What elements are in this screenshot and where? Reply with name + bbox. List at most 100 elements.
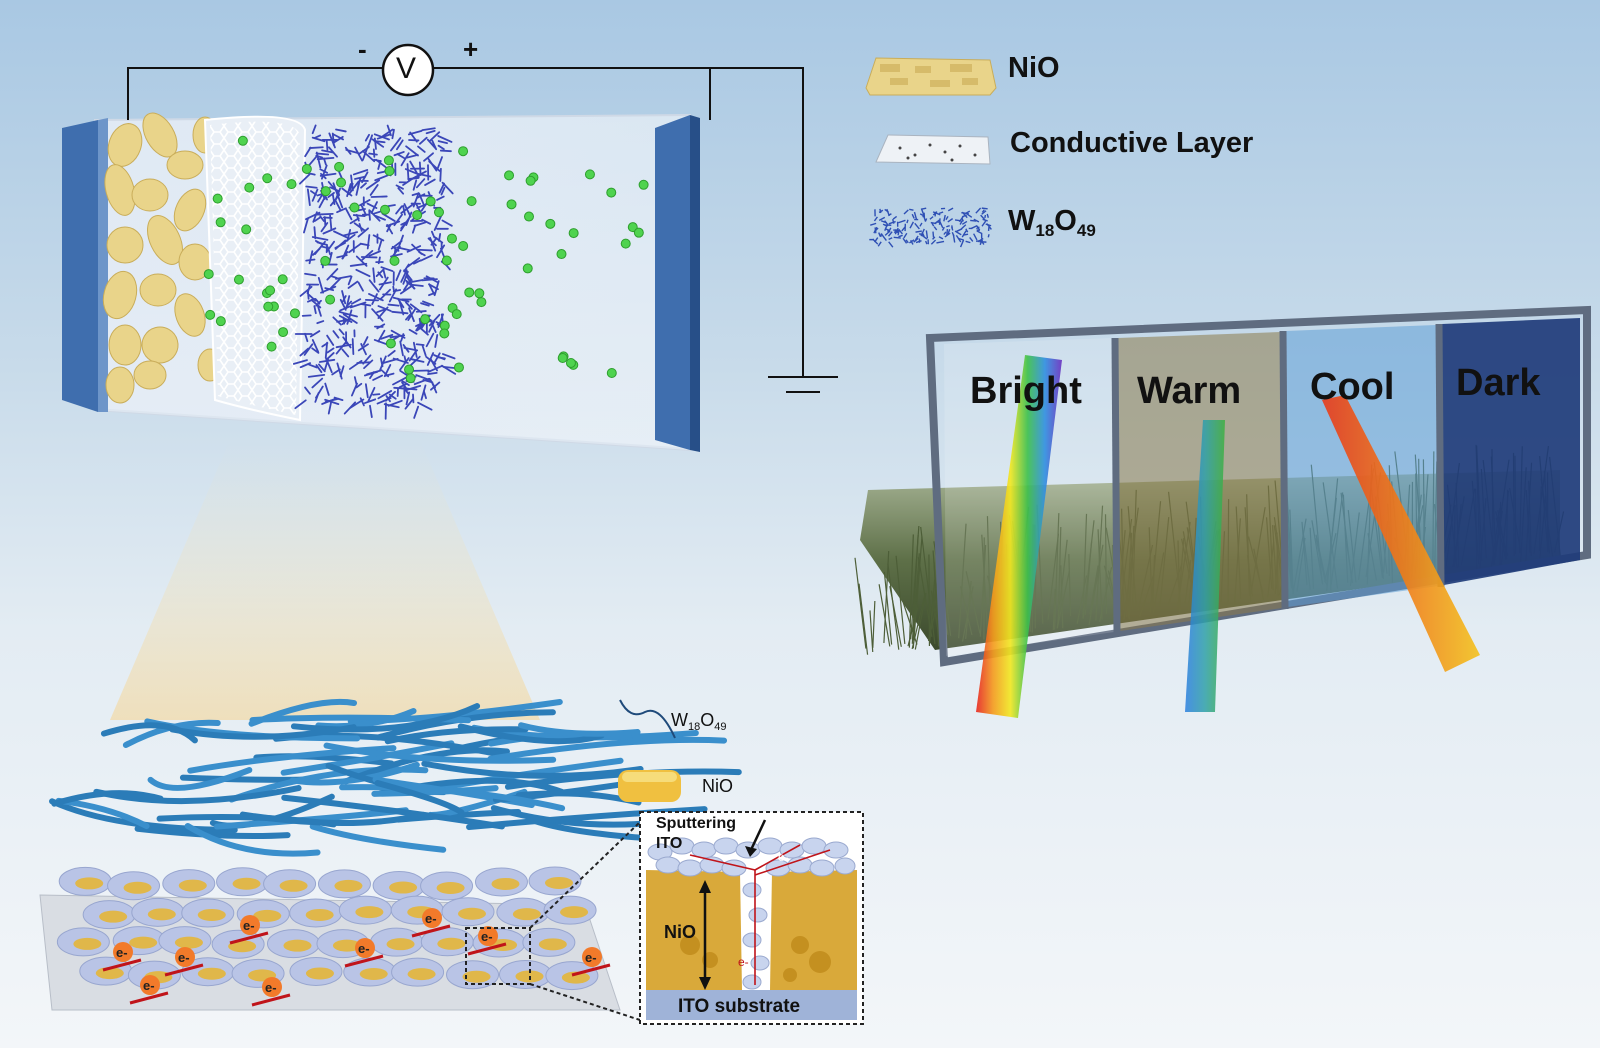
nanowire-segment: [299, 347, 310, 357]
nanowire-segment: [314, 392, 320, 403]
nanowire-segment: [329, 214, 333, 231]
nanowire-segment: [415, 343, 425, 346]
nanowire-segment: [349, 217, 360, 225]
nanowire-segment: [901, 226, 906, 232]
grass-blade: [1082, 520, 1095, 619]
nanowire-segment: [332, 182, 340, 198]
nanowire-segment: [326, 246, 332, 256]
voltmeter-icon: [381, 43, 435, 97]
nanowire-segment: [339, 304, 353, 312]
nanowire-segment: [981, 209, 985, 213]
panel-label-bright: Bright: [970, 370, 1082, 412]
nanowire-segment: [873, 216, 878, 222]
ion: [278, 327, 289, 338]
grass-blade: [1082, 513, 1088, 619]
nanowire-segment: [954, 230, 962, 236]
nanowire-segment: [427, 371, 438, 375]
nanowire-segment: [973, 218, 980, 223]
grass-blade: [1095, 505, 1104, 621]
nio-flake-core: [437, 937, 466, 950]
ion: [523, 211, 534, 222]
nanowire-segment: [316, 320, 325, 325]
nio-flake-core: [436, 881, 465, 894]
smart-window: [854, 305, 1591, 718]
nanowire-segment: [350, 174, 354, 192]
nanowire-segment: [355, 255, 368, 267]
grass-blade: [1056, 539, 1068, 629]
nanowire-segment: [934, 219, 940, 225]
nanowire-segment: [341, 290, 347, 305]
nanowire-segment: [428, 160, 441, 172]
nanowire: [374, 780, 465, 816]
nanowire-segment: [415, 178, 426, 189]
nio-bead-legend-icon: [618, 770, 681, 802]
nanowire-segment: [985, 223, 992, 227]
nanowire-segment: [347, 275, 353, 286]
nanowire-segment: [403, 346, 419, 352]
nanowire: [457, 723, 605, 745]
ion: [320, 255, 331, 266]
ion: [638, 179, 649, 190]
nanowire-segment: [403, 203, 412, 218]
nanowire-segment: [399, 357, 410, 371]
nanowire-segment: [919, 222, 923, 227]
ion: [525, 175, 536, 186]
nanowire-segment: [903, 209, 909, 215]
nanowire-segment: [319, 168, 329, 174]
nio-flake-core: [147, 908, 176, 921]
nanowire-segment: [336, 207, 347, 214]
nanowire-segment: [326, 334, 335, 346]
nanowire-segment: [421, 345, 427, 357]
grass-blade: [1089, 565, 1099, 615]
ion: [349, 202, 360, 213]
nanowire-segment: [880, 233, 883, 238]
nanowire-segment: [416, 193, 426, 199]
nanowire-segment: [946, 228, 949, 236]
nanowire-segment: [305, 258, 316, 262]
nanowire: [55, 797, 150, 830]
nanowire-segment: [371, 138, 385, 148]
ion: [404, 364, 415, 375]
nanowire: [280, 740, 455, 776]
nanowire-segment: [418, 251, 426, 257]
nanowire-segment: [420, 302, 430, 307]
nanowire-segment: [984, 214, 987, 219]
nanowire-segment: [342, 231, 359, 237]
nanowire-segment: [321, 149, 334, 154]
nanowire-segment: [348, 243, 362, 254]
nanowire-segment: [372, 374, 384, 381]
nanowire-segment: [378, 281, 392, 286]
nanowire-segment: [878, 232, 882, 237]
nanowire-segment: [320, 285, 337, 294]
nio-flake-core: [174, 936, 203, 949]
nanowire-segment: [399, 284, 414, 295]
electron-arrow: [571, 963, 611, 977]
nanowire-segment: [308, 146, 324, 149]
grass-blade: [1056, 571, 1070, 629]
nio-flake-core: [73, 937, 102, 950]
nanowire-segment: [339, 365, 345, 378]
nanowire-segment: [939, 220, 944, 229]
nanowire-segment: [313, 226, 317, 240]
nanowire-segment: [355, 382, 363, 389]
nio-flake-core: [334, 879, 363, 892]
nanowire-segment: [370, 195, 388, 198]
nanowire-segment: [338, 314, 353, 323]
nanowire-segment: [403, 387, 410, 395]
electron-label: e-: [178, 950, 190, 965]
w18o49-wire-legend-icon: [619, 699, 676, 739]
inset-substrate-label: ITO substrate: [678, 996, 801, 1017]
zoom-box: [465, 927, 531, 985]
nanowire-segment: [914, 235, 919, 241]
electrochromic-cell: [62, 112, 700, 452]
nanowire-segment: [954, 219, 962, 222]
nanowire-segment: [422, 379, 434, 384]
nanowire-segment: [392, 376, 408, 386]
nanowire-segment: [312, 211, 318, 223]
electron-arrow: [229, 931, 269, 945]
nanowire-segment: [375, 268, 385, 277]
electron-arrow: [251, 993, 291, 1007]
nanowire-segment: [371, 293, 378, 305]
nanowire-segment: [433, 214, 443, 231]
nanowire-segment: [396, 153, 406, 160]
